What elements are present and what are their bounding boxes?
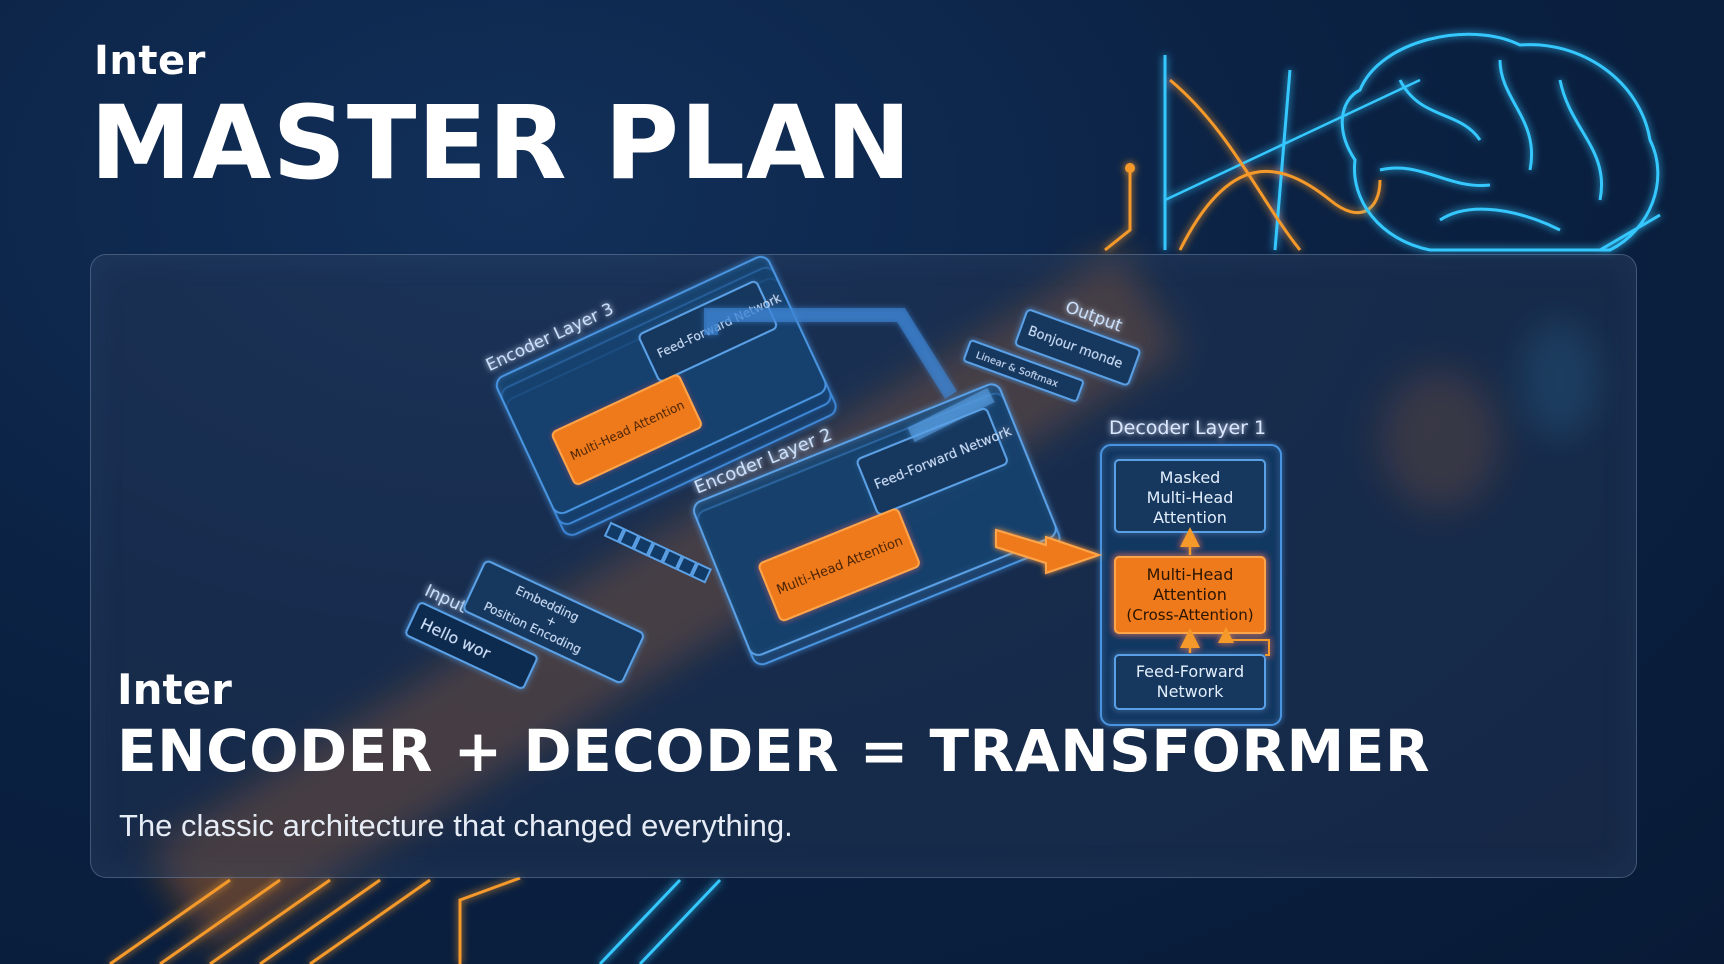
content-card: Encoder Layer 3 Feed-Forward Network Mul… (90, 254, 1637, 878)
transformer-diagram: Encoder Layer 3 Feed-Forward Network Mul… (405, 255, 1282, 726)
decoder-ffn-line2: Network (1157, 682, 1225, 701)
decoder-layer-1: Decoder Layer 1 Masked Multi-Head Attent… (1100, 417, 1282, 726)
brain-icon (1340, 32, 1661, 252)
encoder-decoder-arrow (995, 528, 1103, 575)
card-brand: Inter (117, 665, 232, 714)
decoder-ffn-line1: Feed-Forward (1136, 662, 1244, 681)
waveform-graphic (1104, 55, 1421, 252)
cyan-circuit-lines (598, 878, 722, 964)
masked-attn-line2: Multi-Head (1147, 488, 1234, 507)
header-brand: Inter (94, 38, 206, 84)
page-title: MASTER PLAN (90, 84, 913, 203)
orange-circuit-lines (109, 876, 521, 964)
decoder-layer-1-label: Decoder Layer 1 (1109, 417, 1266, 439)
cross-attn-line2: Attention (1153, 585, 1227, 604)
cross-attn-line3: (Cross-Attention) (1126, 606, 1253, 624)
token-vector (603, 521, 713, 584)
card-subtitle: The classic architecture that changed ev… (119, 808, 793, 843)
masked-attn-line3: Attention (1153, 508, 1227, 527)
masked-attn-line1: Masked (1160, 468, 1221, 487)
encoder-layer-2: Encoder Layer 2 Feed-Forward Network Mul… (691, 383, 1061, 666)
card-heading: ENCODER + DECODER = TRANSFORMER (117, 717, 1430, 785)
cross-attn-line1: Multi-Head (1147, 565, 1234, 584)
